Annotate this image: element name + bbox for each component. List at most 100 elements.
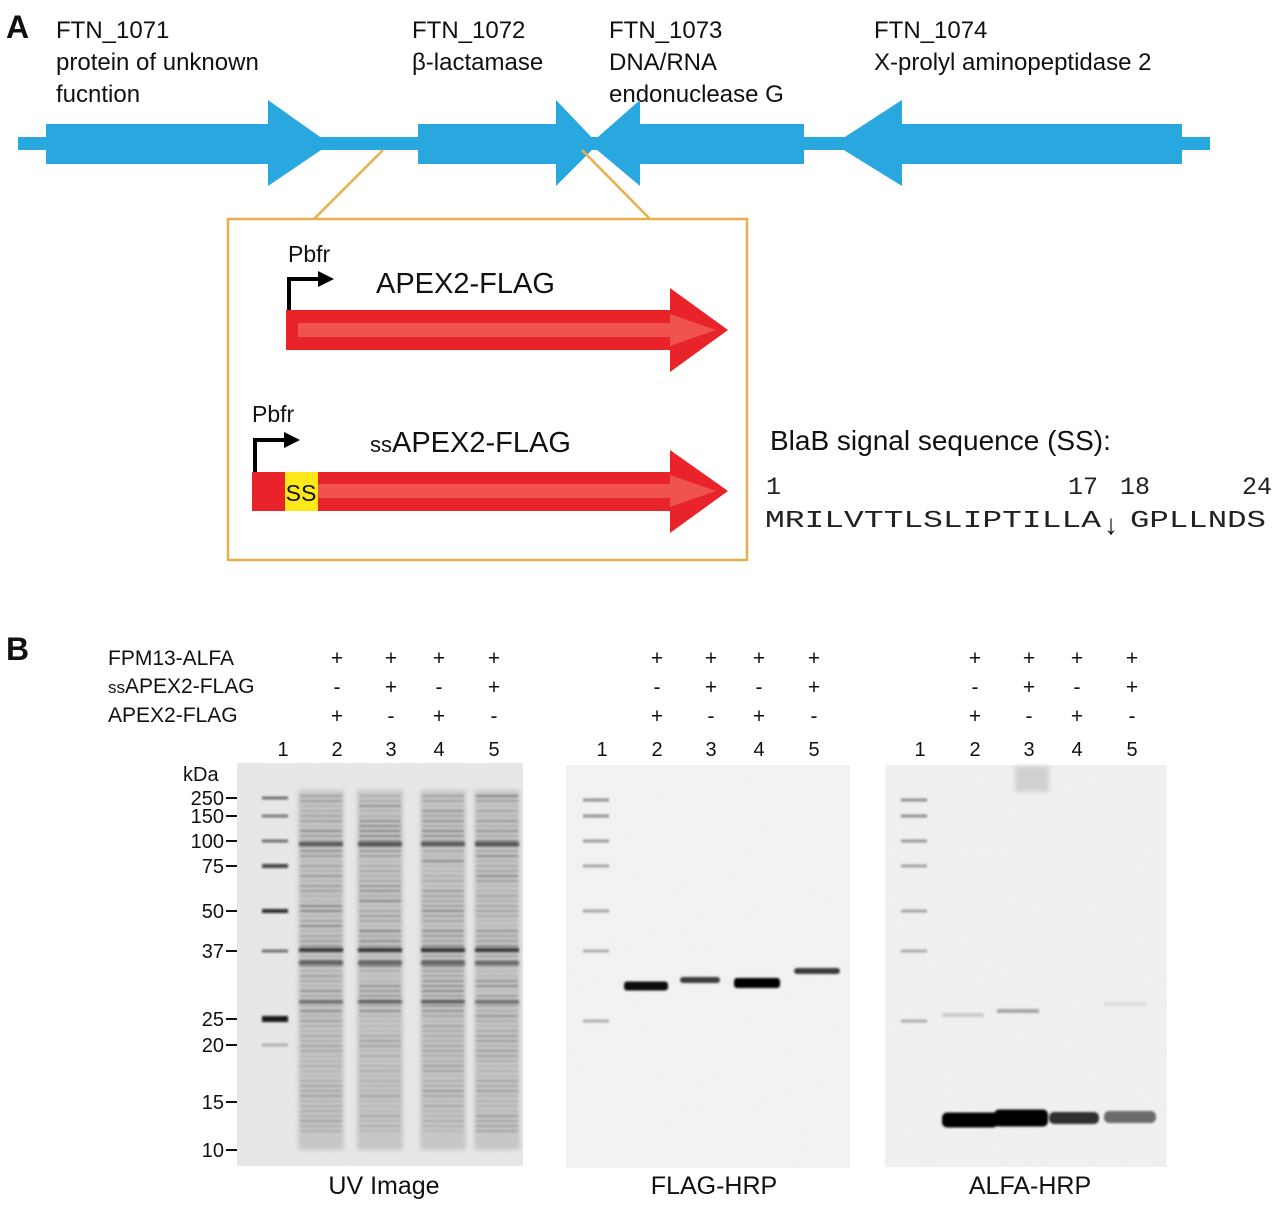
lane-band [300, 1040, 342, 1042]
kda-label: kDa [183, 764, 219, 786]
condition-sign: - [334, 676, 341, 699]
lane-band [359, 1055, 401, 1057]
lane-band [359, 850, 401, 852]
lane-band [476, 825, 518, 827]
lane-band [300, 920, 342, 922]
lane-band [422, 1095, 464, 1097]
lane-band [300, 940, 342, 942]
lane-band [422, 915, 464, 917]
lane-band [422, 975, 464, 977]
lane-band [300, 975, 342, 977]
ladder-band [901, 1019, 927, 1023]
ladder-band [583, 864, 609, 868]
gene-map [18, 100, 1210, 186]
lane-band [476, 1020, 518, 1022]
lane-band [476, 1100, 518, 1102]
lane-band [422, 1015, 464, 1017]
lane-band [359, 925, 401, 927]
lane-band [300, 1045, 342, 1047]
sequence-left: MRILVTTLSLIPTILLA [765, 508, 1102, 535]
condition-sign: + [808, 676, 820, 699]
lane-band [359, 1105, 401, 1107]
lane-band [476, 1125, 518, 1127]
zoom-inset [226, 149, 749, 562]
lane-band [300, 800, 342, 802]
promoter-arrowhead-icon [318, 271, 334, 287]
lane-band [422, 985, 464, 987]
lane-band [359, 980, 401, 982]
gene-desc-line: X-prolyl aminopeptidase 2 [874, 49, 1152, 76]
lane-band [359, 970, 401, 972]
lane-band [422, 815, 464, 817]
lane-band [300, 1095, 342, 1097]
lane-number: 4 [1071, 739, 1082, 761]
lane-band [422, 1115, 464, 1117]
lane-band [359, 870, 401, 872]
marker-label: 37 [202, 941, 224, 963]
lane-band [422, 1125, 464, 1127]
lane-number: 2 [331, 739, 342, 761]
lane-band [476, 855, 518, 857]
promoter-arrow-icon [287, 277, 322, 312]
ladder-band [262, 796, 288, 800]
lane-band [300, 915, 342, 917]
major-band [475, 961, 519, 965]
lane-band [359, 860, 401, 862]
lane-band [476, 1120, 518, 1122]
lane-band [359, 885, 401, 887]
ss-prefix: ss [108, 678, 125, 697]
lane-band [300, 1105, 342, 1107]
lane-band [476, 1030, 518, 1032]
lane-band [476, 1115, 518, 1117]
lane-band [476, 1065, 518, 1067]
ladder-band [901, 839, 927, 843]
lane-band [476, 835, 518, 837]
lane-band [422, 1030, 464, 1032]
alfa-band [942, 1112, 998, 1128]
gene-desc-line: β-lactamase [412, 49, 543, 76]
ss-prefix: ss [370, 432, 392, 457]
lane-band [476, 980, 518, 982]
lane-band [422, 1005, 464, 1007]
condition-sign: - [1129, 705, 1136, 728]
position-18: 18 [1120, 473, 1150, 502]
lane-band [476, 885, 518, 887]
ss-tag: SS [286, 480, 317, 506]
gene-id: FTN_1074 [874, 17, 987, 44]
ladder-band [262, 1043, 288, 1047]
condition-sign: + [1126, 647, 1138, 670]
condition-sign: + [1023, 647, 1035, 670]
condition-sign: + [488, 647, 500, 670]
lane-band [300, 1130, 342, 1132]
lane-band [476, 905, 518, 907]
panel-a-label: A [6, 9, 29, 45]
lane-band [359, 810, 401, 812]
lane-band [422, 1120, 464, 1122]
lane-band [476, 935, 518, 937]
condition-sign: - [708, 705, 715, 728]
lane-band [476, 910, 518, 912]
sequence-right: GPLLNDS [1130, 508, 1266, 535]
lane-band [422, 1090, 464, 1092]
marker-label: 100 [191, 831, 224, 853]
lane-band [422, 1035, 464, 1037]
lane-band [359, 1015, 401, 1017]
cleavage-arrow-icon: ↓ [1104, 509, 1118, 540]
gene-arrow-ftn1072 [418, 100, 598, 186]
gene-label-ftn1072: FTN_1072 β-lactamase [412, 17, 543, 76]
lane-band [359, 1095, 401, 1097]
lane-band [359, 1100, 401, 1102]
lane-band [476, 1130, 518, 1132]
lane-band [359, 1060, 401, 1062]
lane-band [359, 835, 401, 837]
marker-label: 10 [202, 1140, 224, 1162]
major-band [421, 961, 465, 965]
condition-sign: - [1026, 705, 1033, 728]
lane-band [300, 805, 342, 807]
major-band [358, 1000, 402, 1004]
lane-band [300, 905, 342, 907]
lane-band [476, 850, 518, 852]
signal-sequence-block [285, 472, 318, 511]
lane-band [300, 1030, 342, 1032]
lane-band [422, 855, 464, 857]
